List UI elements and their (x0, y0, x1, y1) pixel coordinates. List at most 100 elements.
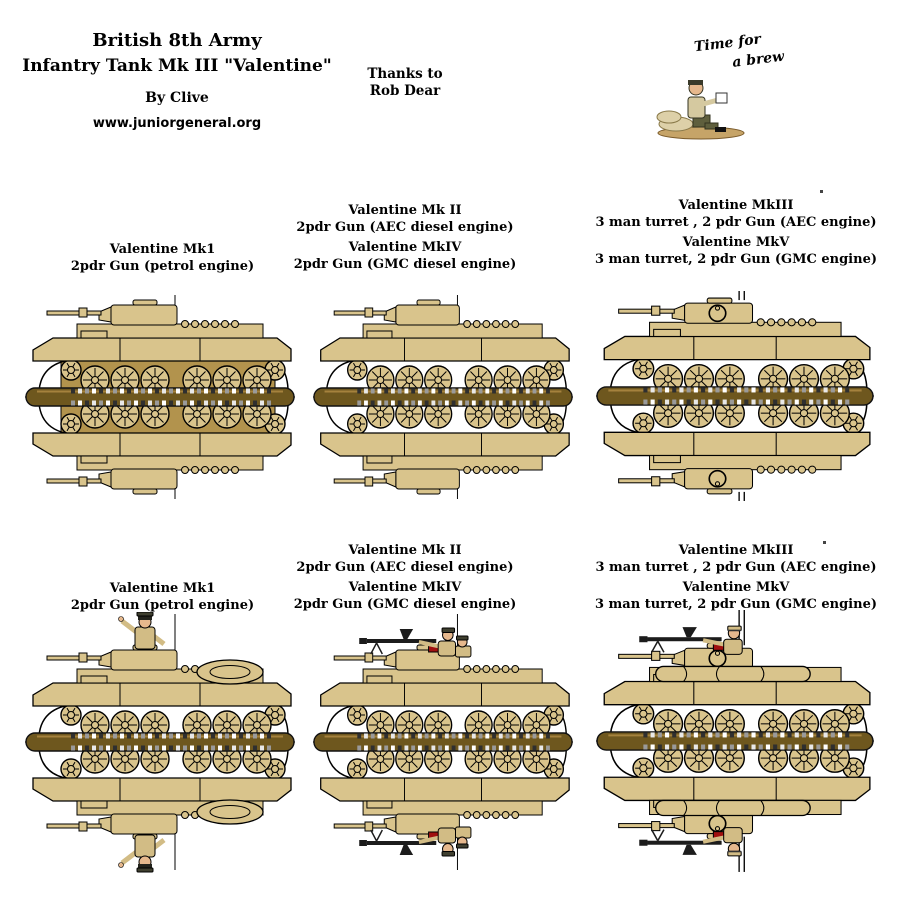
tea-note: Time for a brew (693, 23, 817, 77)
bren-gun-icon (682, 627, 697, 638)
tank-bottom-half-mirrored (320, 399, 570, 499)
tank-bottom-half-mirrored (603, 398, 871, 501)
page-subtitle: Infantry Tank Mk III "Valentine" (22, 56, 332, 76)
track-link-band (71, 733, 271, 751)
tank-label-r2-c2: Valentine Mk II 2pdr Gun (AEC diesel engi… (285, 542, 525, 613)
title-block: British 8th Army Infantry Tank Mk III "V… (12, 28, 342, 131)
bren-gun-icon (399, 629, 414, 639)
turret-circle-emblem (708, 469, 727, 488)
tank-label-r1-c3: Valentine MkIII 3 man turret , 2 pdr Gun … (580, 197, 892, 268)
tank-turret (333, 299, 460, 326)
tank-bottom-half-mirrored (32, 398, 292, 499)
tank-top-half (320, 295, 570, 395)
track-link-band (71, 388, 271, 406)
valentine-tank-side-view-mirrored-with-bren-gunner (596, 610, 874, 872)
tank-hull (320, 323, 570, 362)
tank-sprite-r1-c2 (313, 293, 573, 503)
tank-hull (603, 431, 871, 471)
tank-turret (333, 468, 460, 495)
tank-hull (603, 321, 871, 361)
valentine-tank-side-view-mirrored (313, 295, 573, 499)
tank-turret (46, 468, 178, 495)
valentine-tank-side-view-mirrored-with-bren-gunners (313, 614, 573, 870)
tank-label-line: 2pdr Gun (AEC diesel engine) (296, 220, 514, 235)
valentine-tank-side-view-mirrored (25, 295, 295, 499)
tank-label-line: Valentine Mk II (348, 203, 462, 218)
tank-label-line: Valentine MkIII (678, 198, 794, 213)
tank-turret (618, 297, 754, 324)
boot-icon (715, 127, 726, 132)
tank-top-half (603, 291, 871, 394)
tank-bottom-half-mirrored (320, 744, 570, 870)
tank-top-half (32, 612, 292, 740)
tank-label-r2-c1: Valentine Mk1 2pdr Gun (petrol engine) (30, 580, 295, 614)
cap-icon (688, 80, 703, 85)
hull-bedroll (655, 665, 811, 683)
tank-label-line: 2pdr Gun (GMC diesel engine) (293, 257, 517, 272)
tank-bottom-half-mirrored (32, 744, 292, 873)
bren-gun-icon (399, 845, 414, 855)
thanks-line2: Rob Dear (369, 83, 441, 99)
tank-label-r1-c2: Valentine Mk II 2pdr Gun (AEC diesel engi… (285, 202, 525, 273)
bren-gun-icon (682, 844, 697, 855)
stray-pixel-mark (823, 541, 826, 544)
stray-pixel-mark (820, 190, 823, 193)
tea-break-soldier-art (655, 72, 751, 140)
rear-stowage-roll (196, 659, 264, 685)
tank-label-line: Valentine Mk II (348, 543, 462, 558)
tank-label-line: 2pdr Gun (petrol engine) (70, 598, 255, 613)
thanks-block: Thanks to Rob Dear (340, 66, 470, 100)
soldier-icon (656, 80, 745, 140)
valentine-tank-side-view-mirrored (596, 291, 874, 501)
track-link-band (643, 732, 850, 750)
tank-label-line: Valentine Mk1 (109, 581, 216, 596)
tank-bren-gunner-figure (359, 627, 472, 658)
tank-label-r2-c3: Valentine MkIII 3 man turret , 2 pdr Gun … (580, 542, 892, 613)
tank-sprite-r2-c3 (596, 610, 874, 880)
tank-commander-figure (118, 834, 166, 873)
tank-bren-gunner-figure (359, 826, 472, 857)
tank-sprite-r2-c2 (313, 612, 573, 880)
tank-hull (32, 323, 292, 362)
byline: By Clive (145, 90, 209, 106)
tank-label-line: 3 man turret , 2 pdr Gun (AEC engine) (595, 560, 877, 575)
tank-label-line: Valentine MkV (682, 235, 790, 250)
tank-turret (618, 468, 754, 495)
thanks-line1: Thanks to (367, 66, 443, 82)
tank-hull (320, 432, 570, 471)
page-title: British 8th Army (92, 30, 262, 51)
tank-label-line: Valentine MkIV (348, 240, 462, 255)
tank-turret (46, 299, 178, 326)
tank-label-line: Valentine MkIV (348, 580, 462, 595)
tank-hull (320, 777, 570, 816)
tank-bottom-half-mirrored (603, 743, 871, 872)
tank-label-line: Valentine MkV (682, 580, 790, 595)
tank-top-half (603, 610, 871, 739)
tank-commander-figure (118, 612, 166, 650)
tank-label-line: 3 man turret, 2 pdr Gun (GMC engine) (594, 252, 877, 267)
tank-label-line: 3 man turret, 2 pdr Gun (GMC engine) (594, 597, 877, 612)
tank-turret (46, 644, 178, 671)
tank-label-line: 3 man turret , 2 pdr Gun (AEC engine) (595, 215, 877, 230)
tank-turret (46, 813, 178, 840)
track-link-band (357, 388, 550, 406)
tank-bren-gunner-figure (639, 827, 743, 857)
hull-bedroll (655, 799, 811, 817)
turret-circle-emblem (708, 304, 727, 323)
tank-sprite-r2-c1 (25, 612, 295, 880)
track-link-band (643, 387, 850, 405)
tank-top-half (320, 614, 570, 740)
tank-top-half (32, 295, 292, 396)
sandbag-icon (656, 110, 682, 124)
rear-stowage-roll (196, 799, 264, 825)
tank-label-line: Valentine MkIII (678, 543, 794, 558)
tank-sprite-r1-c3 (596, 291, 874, 503)
tank-label-line: 2pdr Gun (AEC diesel engine) (296, 560, 514, 575)
tank-sprite-r1-c1 (25, 293, 295, 503)
tank-label-line: Valentine Mk1 (109, 242, 216, 257)
website-text: www.juniorgeneral.org (92, 116, 262, 131)
track-link-band (357, 733, 550, 751)
valentine-tank-side-view-mirrored-with-commander (25, 612, 295, 873)
